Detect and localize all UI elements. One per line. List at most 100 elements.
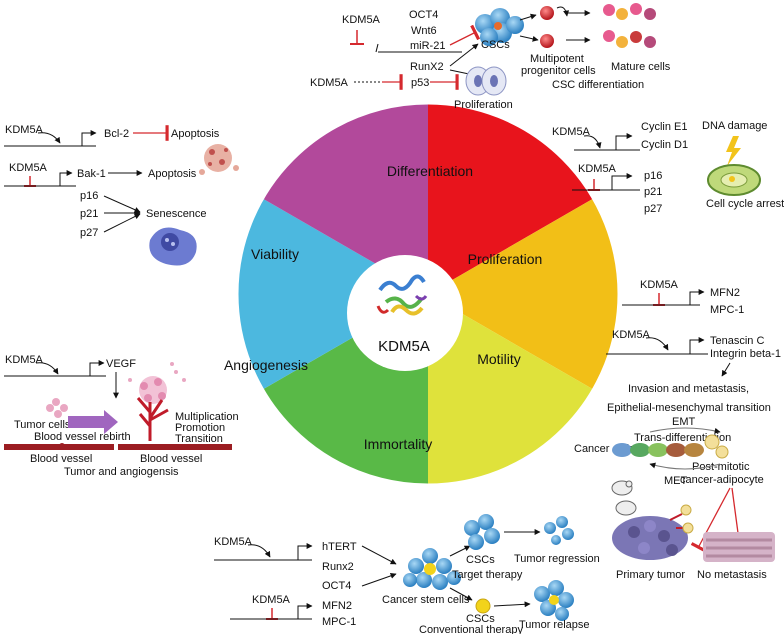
- rb-post-mitotic-2: cancer-adipocyte: [680, 474, 764, 486]
- rt-p16: p16: [644, 170, 662, 182]
- senescent-cell-icon: [149, 227, 197, 266]
- b-regression: Tumor regression: [514, 553, 600, 565]
- rb-met: MET: [664, 475, 688, 487]
- b-stem: Cancer stem cells: [382, 594, 470, 606]
- top-mir21: miR-21: [410, 40, 445, 52]
- lt-apoptosis-1: Apoptosis: [171, 128, 220, 140]
- rb-emt-full: Epithelial-mesenchymal transition: [607, 402, 771, 414]
- top-kdm5a-2: KDM5A: [310, 77, 349, 89]
- lt-kdm5a-2: KDM5A: [9, 162, 48, 174]
- b-cscs-2: CSCs: [466, 613, 495, 625]
- b-kdm5a-2: KDM5A: [252, 594, 291, 606]
- rb-integrin: Integrin beta-1: [710, 348, 781, 360]
- b-htert: hTERT: [322, 541, 357, 553]
- center-label: KDM5A: [378, 338, 430, 355]
- label-immortality: Immortality: [364, 436, 432, 452]
- apoptotic-cell-icon: [199, 144, 239, 175]
- lt-kdm5a-1: KDM5A: [5, 124, 44, 136]
- single-csc-icon: [475, 598, 491, 614]
- top-csc-diff: CSC differentiation: [552, 79, 644, 91]
- top-p53: p53: [411, 77, 429, 89]
- lt-apoptosis-2: Apoptosis: [148, 168, 197, 180]
- top-kdm5a-1: KDM5A: [342, 14, 381, 26]
- mouse-icon: [611, 480, 637, 516]
- b-mpc1: MPC-1: [322, 616, 356, 628]
- top-mature: Mature cells: [611, 61, 671, 73]
- top-multipotent: Multipotent: [530, 53, 584, 65]
- label-angiogenesis: Angiogenesis: [224, 357, 308, 373]
- rb-mpc1: MPC-1: [710, 304, 744, 316]
- lt-bcl2: Bcl-2: [104, 128, 129, 140]
- lb-multiplication: Multiplication: [175, 411, 239, 423]
- lb-rebirth: Blood vessel rebirth: [34, 431, 131, 443]
- top-progenitor: progenitor cells: [521, 65, 596, 77]
- rb-primary: Primary tumor: [616, 569, 685, 581]
- segment-differentiation: [428, 104, 593, 294]
- rb-no-meta: No metastasis: [697, 569, 767, 581]
- top-oct4: OCT4: [409, 9, 438, 21]
- adipocyte-icon: [704, 434, 729, 459]
- lb-promotion: Promotion: [175, 422, 225, 434]
- lt-p21: p21: [80, 208, 98, 220]
- rt-arrest: Cell cycle arrest: [706, 198, 784, 210]
- segment-angiogenesis: [238, 199, 428, 389]
- progression-arrow: [68, 410, 118, 434]
- lt-p27: p27: [80, 227, 98, 239]
- tumor-relapse-icon: [534, 580, 574, 621]
- b-runx2: Runx2: [322, 561, 354, 573]
- cscs-cluster-bottom-icon: [464, 514, 500, 550]
- rb-invasion: Invasion and metastasis,: [628, 383, 749, 395]
- lt-senescence: Senescence: [146, 208, 207, 220]
- rt-p27: p27: [644, 203, 662, 215]
- rt-p21: p21: [644, 186, 662, 198]
- lb-vegf: VEGF: [106, 358, 136, 370]
- cancer-cells-row-icon: [612, 443, 704, 457]
- protein-structure-icon: [376, 274, 428, 316]
- top-proliferation: Proliferation: [454, 99, 513, 111]
- b-cscs: CSCs: [466, 554, 495, 566]
- rb-tenascin: Tenascin C: [710, 335, 764, 347]
- b-target: Target therapy: [452, 569, 523, 581]
- lb-tumor-cells: Tumor cells: [14, 419, 71, 431]
- lb-transition: Transition: [175, 433, 223, 445]
- lightning-icon: [726, 136, 741, 166]
- top-cscs: CSCs: [481, 39, 510, 51]
- label-proliferation: Proliferation: [468, 251, 543, 267]
- primary-tumor-icon: [612, 504, 694, 560]
- b-mfn2: MFN2: [322, 600, 352, 612]
- rb-post-mitotic-1: Post-mitotic: [692, 461, 750, 473]
- pie-wheel: KDM5A Differentiation Proliferation Moti…: [224, 103, 619, 485]
- right-bottom-panel: KDM5A MFN2 MPC-1 KDM5A Tenascin C Integr…: [574, 279, 781, 581]
- b-conventional: Conventional therapy: [419, 624, 523, 634]
- top-panel: KDM5A OCT4 Wnt6 miR-21 RunX2 KDM5A p53 P…: [310, 3, 671, 111]
- right-top-panel: KDM5A Cyclin E1 Cyclin D1 DNA damage KDM…: [552, 120, 784, 215]
- cell-cycle-arrest-icon: [707, 164, 761, 196]
- angiogenesis-vessel-icon: [128, 362, 186, 441]
- no-metastasis-tissue-icon: [703, 532, 775, 562]
- lt-bak1: Bak-1: [77, 168, 106, 180]
- rb-emt: EMT: [672, 416, 696, 428]
- rt-dna-damage: DNA damage: [702, 120, 767, 132]
- center-circle: [347, 255, 463, 371]
- mature-cells-icon: [603, 3, 656, 48]
- segment-motility: [428, 294, 593, 484]
- lt-p16: p16: [80, 190, 98, 202]
- label-viability: Viability: [251, 246, 299, 262]
- label-differentiation: Differentiation: [387, 163, 473, 179]
- top-runx2: RunX2: [410, 61, 444, 73]
- rt-kdm5a-2: KDM5A: [578, 163, 617, 175]
- segment-viability: [263, 104, 428, 294]
- label-motility: Motility: [477, 351, 521, 367]
- tumor-regression-icon: [544, 516, 574, 545]
- b-kdm5a-1: KDM5A: [214, 536, 253, 548]
- lb-vessel-1: Blood vessel: [30, 453, 92, 465]
- lb-caption: Tumor and angiogensis: [64, 466, 179, 478]
- tumor-cells-icon: [46, 398, 68, 418]
- rt-cyclin-d1: Cyclin D1: [641, 139, 688, 151]
- b-relapse: Tumor relapse: [519, 619, 590, 631]
- top-wnt6: Wnt6: [411, 25, 437, 37]
- left-top-panel: KDM5A Bcl-2 Apoptosis KDM5A Bak-1 Apopto…: [4, 124, 239, 266]
- bottom-panel: KDM5A hTERT Runx2 OCT4 KDM5A MFN2 MPC-1 …: [214, 514, 600, 634]
- lb-kdm5a: KDM5A: [5, 354, 44, 366]
